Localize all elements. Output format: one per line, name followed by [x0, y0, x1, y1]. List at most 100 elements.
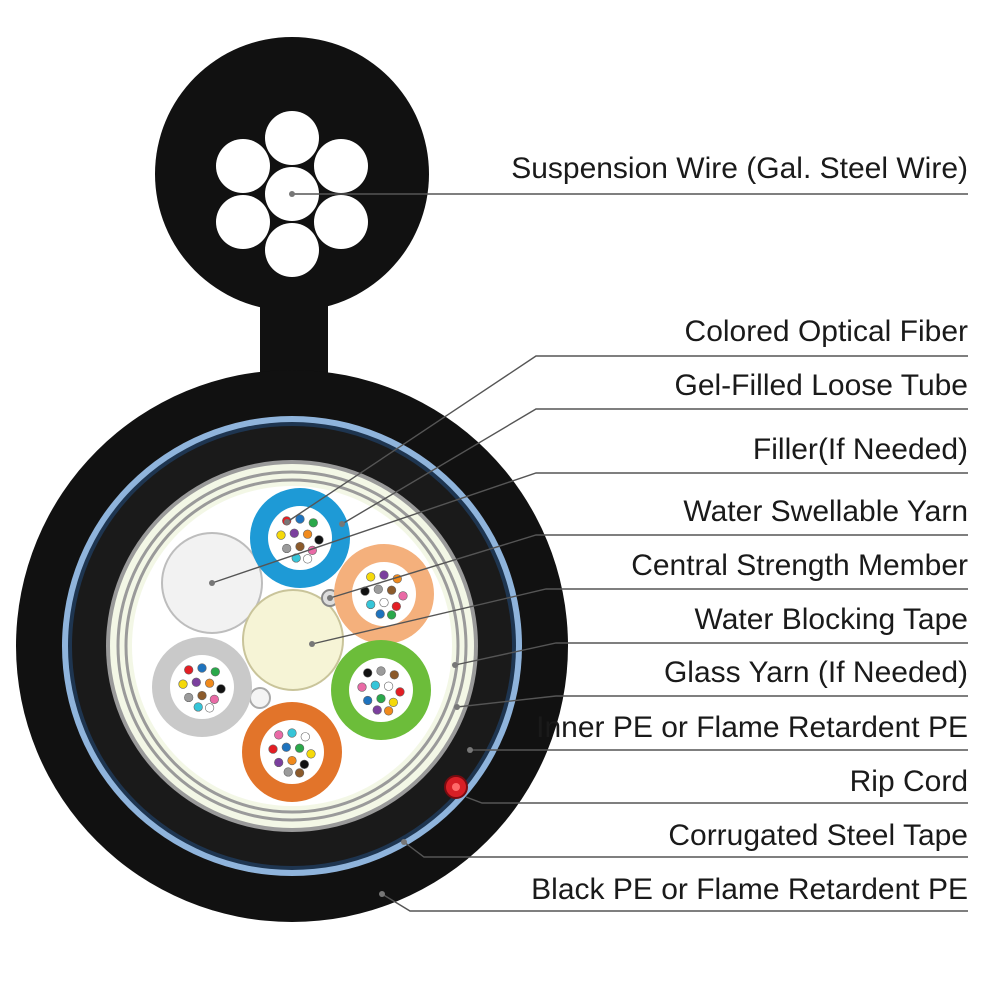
leader-dot-corrugated-steel-tape	[401, 839, 407, 845]
colored-optical-fiber	[363, 695, 373, 706]
central-strength-member	[242, 589, 344, 691]
component-labels: Suspension Wire (Gal. Steel Wire) Colore…	[511, 152, 968, 906]
label-rip-cord: Rip Cord	[850, 765, 968, 798]
label-inner-pe: Inner PE or Flame Retardent PE	[536, 711, 968, 744]
colored-optical-fiber	[295, 541, 305, 552]
leader-water-blocking-tape	[454, 642, 968, 666]
label-black-pe: Black PE or Flame Retardent PE	[531, 873, 968, 906]
colored-optical-fiber	[193, 702, 203, 712]
colored-optical-fiber	[197, 663, 207, 673]
colored-optical-fiber	[366, 599, 376, 610]
colored-optical-fiber	[289, 528, 299, 538]
colored-optical-fiber	[387, 610, 397, 620]
colored-optical-fiber	[197, 690, 207, 701]
colored-optical-fiber	[210, 667, 220, 677]
colored-optical-fiber	[391, 601, 401, 611]
steel-wire-strand	[265, 223, 319, 277]
steel-wire-strand	[216, 139, 270, 193]
leader-rip-cord	[465, 796, 968, 804]
colored-optical-fiber	[398, 591, 408, 601]
leader-dot-colored-optical-fiber	[284, 519, 290, 525]
leader-filler	[211, 472, 968, 584]
colored-optical-fiber	[379, 597, 389, 608]
steel-wire-strands	[216, 111, 368, 277]
steel-wire-strand	[216, 195, 270, 249]
colored-optical-fiber	[178, 679, 188, 689]
colored-optical-fiber	[205, 703, 215, 713]
colored-optical-fiber	[295, 514, 305, 524]
colored-optical-fiber	[184, 692, 194, 703]
label-suspension-wire: Suspension Wire (Gal. Steel Wire)	[511, 152, 968, 185]
colored-optical-fiber	[388, 697, 398, 707]
leader-dot-water-blocking-tape	[452, 662, 458, 668]
label-water-swellable-yarn: Water Swellable Yarn	[683, 495, 968, 528]
label-filler: Filler(If Needed)	[753, 433, 968, 466]
colored-optical-fiber	[375, 609, 385, 619]
suspension-wire-assembly	[155, 37, 429, 390]
leader-dot-filler	[209, 580, 215, 586]
colored-optical-fiber	[268, 744, 278, 754]
label-glass-yarn: Glass Yarn (If Needed)	[664, 656, 968, 689]
colored-optical-fiber	[276, 530, 286, 540]
colored-optical-fiber	[357, 682, 367, 692]
colored-optical-fiber	[205, 678, 215, 688]
colored-optical-fiber	[303, 529, 313, 539]
colored-optical-fiber	[363, 668, 373, 678]
colored-optical-fiber	[384, 681, 394, 691]
leader-dot-suspension-wire	[289, 191, 295, 197]
colored-optical-fiber	[299, 759, 309, 769]
leader-lines	[209, 191, 968, 912]
colored-optical-fiber	[303, 554, 313, 564]
colored-optical-fiber	[287, 755, 297, 766]
colored-optical-fiber	[209, 694, 219, 704]
main-cable-body	[16, 370, 568, 922]
steel-wire-strand	[314, 139, 368, 193]
colored-optical-fiber	[295, 768, 305, 778]
label-central-strength-member: Central Strength Member	[631, 549, 968, 582]
label-colored-optical-fiber: Colored Optical Fiber	[685, 315, 968, 348]
leader-glass-yarn	[456, 695, 968, 708]
leader-dot-central-strength-member	[309, 641, 315, 647]
water-blocking-tape-ring-2	[124, 478, 460, 814]
colored-optical-fiber	[366, 572, 376, 582]
label-water-blocking-tape: Water Blocking Tape	[695, 603, 968, 636]
colored-optical-fiber	[281, 742, 291, 752]
colored-optical-fiber	[306, 749, 316, 759]
leader-black-pe	[381, 893, 968, 912]
colored-optical-fiber	[184, 665, 194, 675]
colored-optical-fiber	[314, 535, 324, 545]
colored-optical-fiber	[387, 585, 397, 595]
water-swellable-yarn-2	[249, 687, 271, 709]
steel-wire-strand	[314, 195, 368, 249]
colored-optical-fiber	[370, 680, 380, 690]
colored-optical-fiber	[191, 677, 201, 687]
colored-optical-fiber	[376, 666, 386, 676]
colored-optical-fiber	[282, 543, 292, 554]
leader-gel-filled-loose-tube	[341, 408, 968, 525]
colored-optical-fiber	[373, 584, 383, 594]
leader-corrugated-steel-tape	[403, 841, 968, 858]
colored-optical-fiber	[372, 705, 382, 715]
colored-optical-fiber	[379, 570, 389, 580]
leader-dot-glass-yarn	[454, 704, 460, 710]
colored-optical-fiber	[389, 670, 399, 680]
colored-optical-fiber	[287, 728, 297, 738]
leader-dot-water-swellable-yarn	[327, 595, 333, 601]
colored-optical-fiber	[376, 693, 386, 704]
colored-optical-fiber	[274, 730, 284, 740]
label-corrugated-steel-tape: Corrugated Steel Tape	[668, 819, 968, 852]
leader-dot-gel-filled-loose-tube	[339, 521, 345, 527]
leader-colored-optical-fiber	[286, 355, 968, 523]
leader-water-swellable-yarn	[329, 534, 968, 599]
leader-dot-black-pe	[379, 891, 385, 897]
loose-tube-group	[152, 488, 434, 802]
colored-optical-fiber	[216, 684, 226, 694]
water-blocking-tape-ring	[116, 470, 468, 822]
colored-optical-fiber	[283, 767, 293, 777]
leader-central-strength-member	[311, 588, 968, 645]
steel-wire-strand	[265, 111, 319, 165]
colored-optical-fiber	[274, 757, 284, 768]
colored-optical-fiber	[300, 732, 310, 742]
leader-dot-inner-pe	[467, 747, 473, 753]
